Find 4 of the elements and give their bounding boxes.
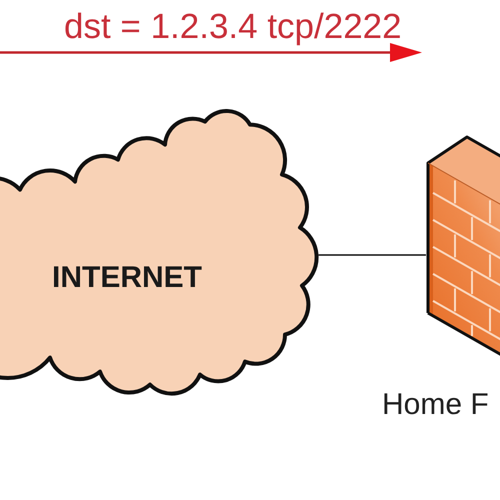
connector-line	[318, 254, 426, 256]
node-caption: Home F	[382, 388, 489, 422]
flow-label: dst = 1.2.3.4 tcp/2222	[64, 7, 402, 48]
node-label: INTERNET	[52, 260, 202, 296]
